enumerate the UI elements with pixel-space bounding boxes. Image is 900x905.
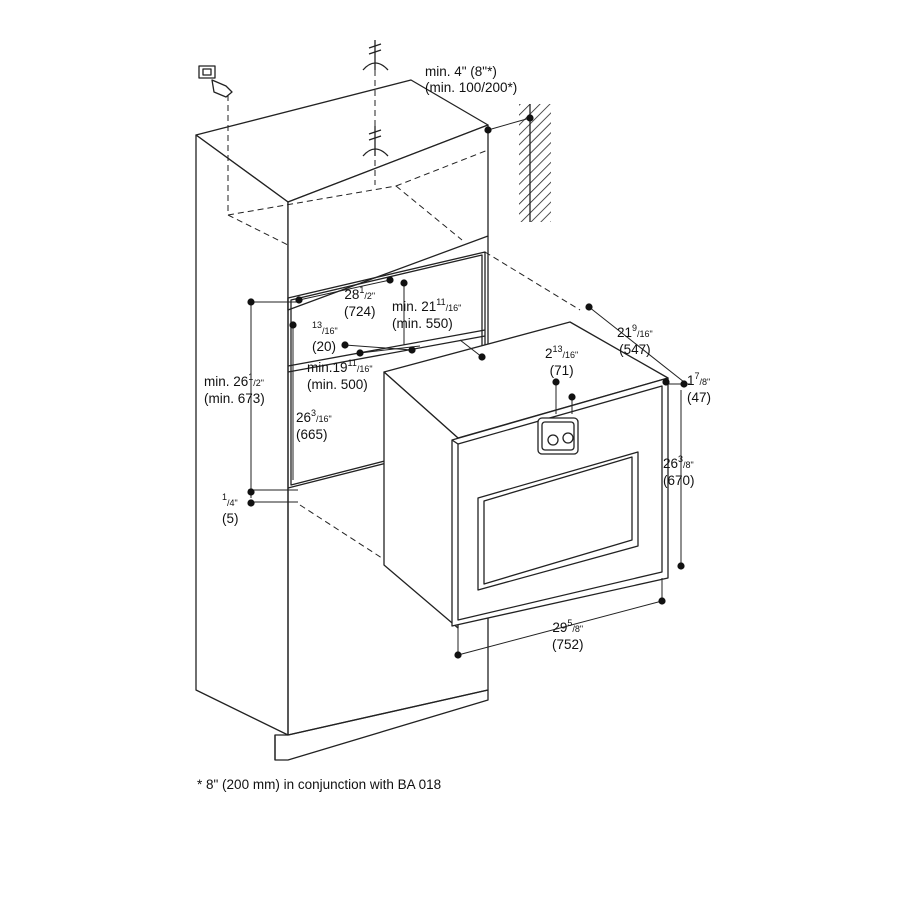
dim-niche-height: min. 261/2" (min. 673) bbox=[204, 372, 265, 407]
dim-bottom-gap: 1/4" (5) bbox=[222, 492, 239, 527]
vent-arrow-icon bbox=[362, 40, 389, 157]
dim-shelf-gap: 13/16" (20) bbox=[312, 320, 338, 355]
dimension-lines bbox=[248, 117, 690, 656]
dim-oven-width: 295/8" (752) bbox=[552, 618, 584, 653]
dim-oven-height: 263/8" (670) bbox=[663, 454, 695, 489]
tall-cabinet bbox=[195, 79, 489, 761]
dim-control-depth: 213/16" (71) bbox=[545, 344, 579, 379]
wall-section bbox=[519, 104, 551, 222]
oven bbox=[383, 321, 669, 629]
dim-shelf-depth: min.1911/16" (min. 500) bbox=[307, 358, 373, 393]
power-plug-icon bbox=[198, 65, 233, 98]
dim-top-clearance: min. 4" (8"*) (min. 100/200*) bbox=[425, 64, 518, 95]
footnote: * 8" (200 mm) in conjunction with BA 018 bbox=[197, 777, 442, 792]
dim-oven-depth: 219/16" (547) bbox=[617, 323, 653, 358]
dim-niche-width: 281/2" (724) bbox=[344, 285, 376, 320]
dim-inner-height: 263/16" (665) bbox=[296, 408, 332, 443]
dim-niche-depth: min. 2111/16" (min. 550) bbox=[392, 297, 462, 332]
dimension-dots bbox=[247, 114, 688, 659]
dim-front-depth: 17/8" (47) bbox=[687, 371, 712, 406]
